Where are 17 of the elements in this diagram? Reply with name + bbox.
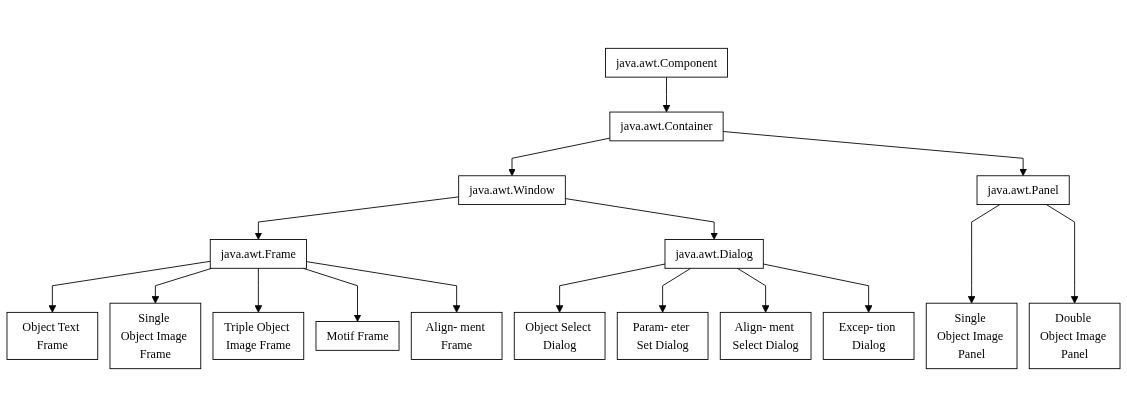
node-box: Align- ment Frame (410, 311, 503, 360)
node-box: Motif Frame (315, 321, 400, 351)
node-box: java.awt.Window (458, 175, 566, 205)
node-box: java.awt.Component (605, 47, 728, 78)
node-box: Excep- tion Dialog (822, 311, 915, 360)
node-box: Object Select Dialog (513, 311, 606, 360)
node-box: Single Object Image Frame (109, 302, 202, 370)
node-box: java.awt.Dialog (664, 239, 764, 269)
node-box: Double Object Image Panel (1028, 302, 1121, 370)
node-box: Align- ment Select Dialog (719, 311, 812, 360)
node-box: java.awt.Panel (976, 175, 1070, 205)
node-box: Param- eter Set Dialog (616, 311, 709, 360)
node-box: Object Text Frame (6, 311, 99, 360)
node-box: Triple Object Image Frame (212, 311, 305, 360)
node-box: java.awt.Frame (209, 239, 307, 269)
node-box: java.awt.Container (609, 111, 724, 142)
node-box: Single Object Image Panel (925, 302, 1018, 370)
